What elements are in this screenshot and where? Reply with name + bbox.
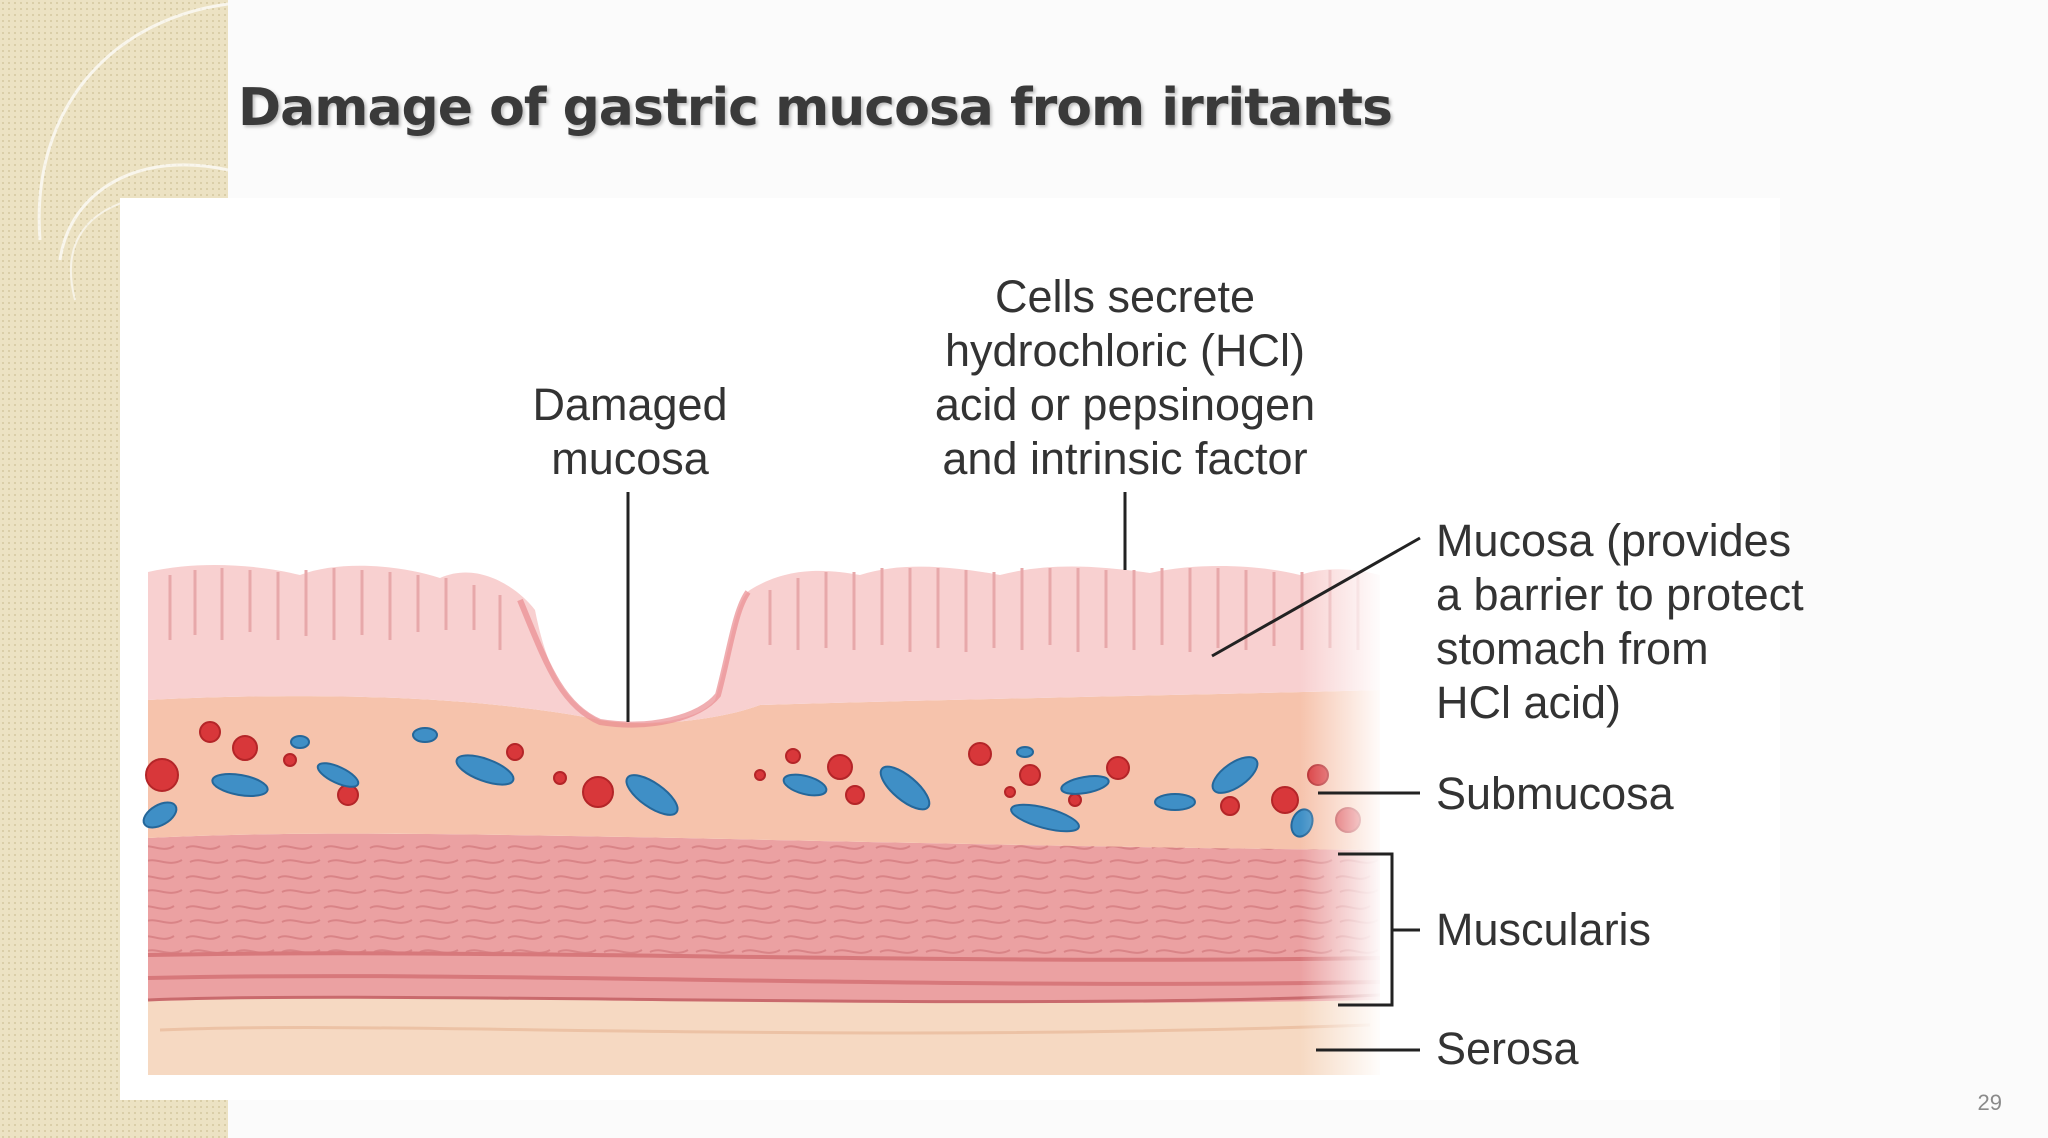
label-muscularis: Muscularis xyxy=(1436,904,1652,955)
label-damaged-mucosa: Damaged mucosa xyxy=(532,379,728,484)
serosa-layer xyxy=(148,995,1380,1075)
label-mucosa: Mucosa (provides a barrier to protect st… xyxy=(1436,515,1804,728)
label-serosa: Serosa xyxy=(1436,1023,1579,1074)
label-submucosa: Submucosa xyxy=(1436,768,1674,819)
submucosa-layer xyxy=(148,690,1380,850)
leader-lines xyxy=(626,492,1421,1052)
label-cells-secrete: Cells secrete hydrochloric (HCl) acid or… xyxy=(934,271,1316,484)
slide-title: Damage of gastric mucosa from irritants xyxy=(238,78,1393,138)
page-number: 29 xyxy=(1977,1090,2002,1115)
mucosa-layer xyxy=(148,564,1380,724)
